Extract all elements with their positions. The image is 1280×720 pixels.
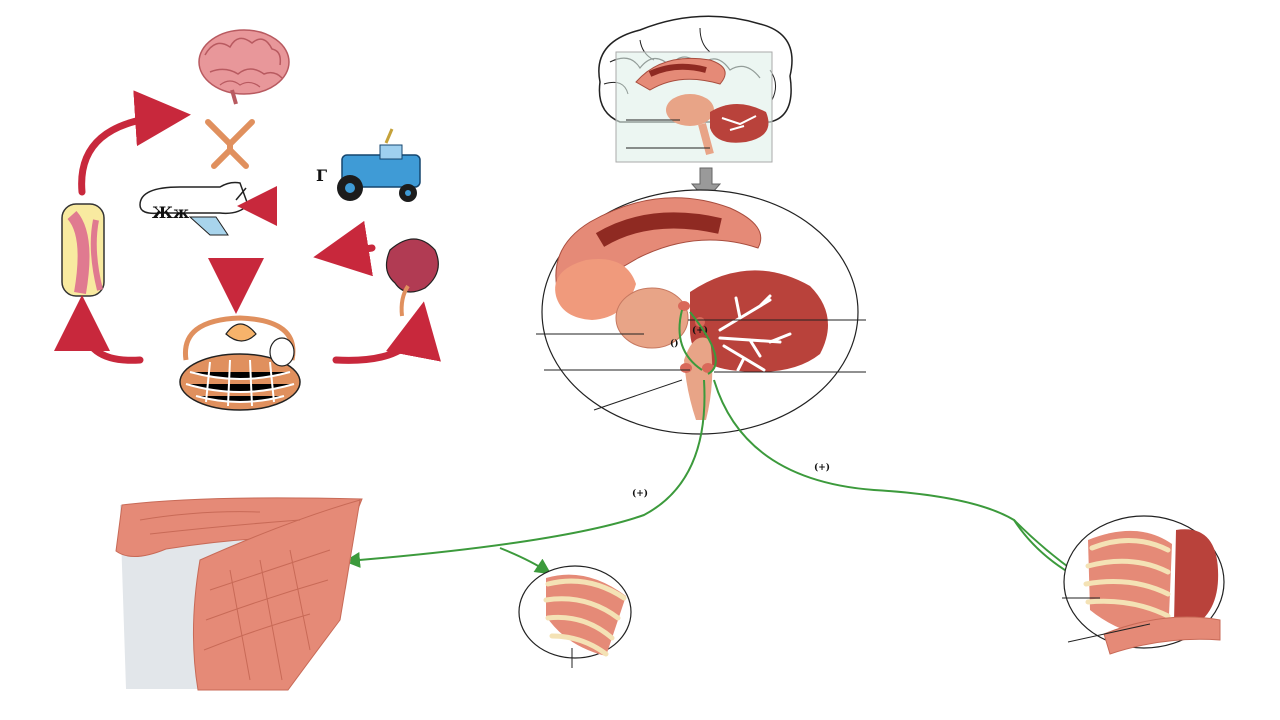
brain-icon <box>198 29 290 105</box>
nerve-left-main <box>344 379 706 568</box>
nerve-left-line <box>678 309 703 371</box>
label-brainstem-paren: () <box>670 338 679 349</box>
feedback-cycle: Жж Г <box>54 29 441 411</box>
nerve-right-line <box>689 311 717 375</box>
label-brainstem-plus: (+) <box>692 325 708 336</box>
tractor-icon <box>337 128 421 202</box>
rib-cage-zoom-small <box>518 565 632 668</box>
nerve-left-branch <box>499 547 552 575</box>
cycle-arrow-mid-right <box>313 220 376 277</box>
chest-basket-icon <box>179 315 301 411</box>
cycle-arrow-up-left <box>78 90 191 196</box>
kidney-icon <box>385 238 439 317</box>
intercostal-muscles-illustration <box>115 497 363 691</box>
label-zhzh: Жж <box>152 203 189 222</box>
label-g: Г <box>316 166 327 185</box>
cycle-arrows <box>54 90 441 364</box>
airway-icon <box>205 119 255 169</box>
brainstem-zoom <box>536 189 866 435</box>
label-plus-right: (+) <box>814 462 830 473</box>
rib-cage-zoom-large <box>1062 515 1225 655</box>
brain-sagittal-small <box>598 15 793 163</box>
cycle-arrow-bottom-left <box>54 295 144 364</box>
cycle-arrow-bottom-right <box>332 301 441 364</box>
nerve-right-main <box>713 379 1108 593</box>
label-plus-left: (+) <box>632 488 648 499</box>
lung-segment-icon <box>61 203 105 297</box>
